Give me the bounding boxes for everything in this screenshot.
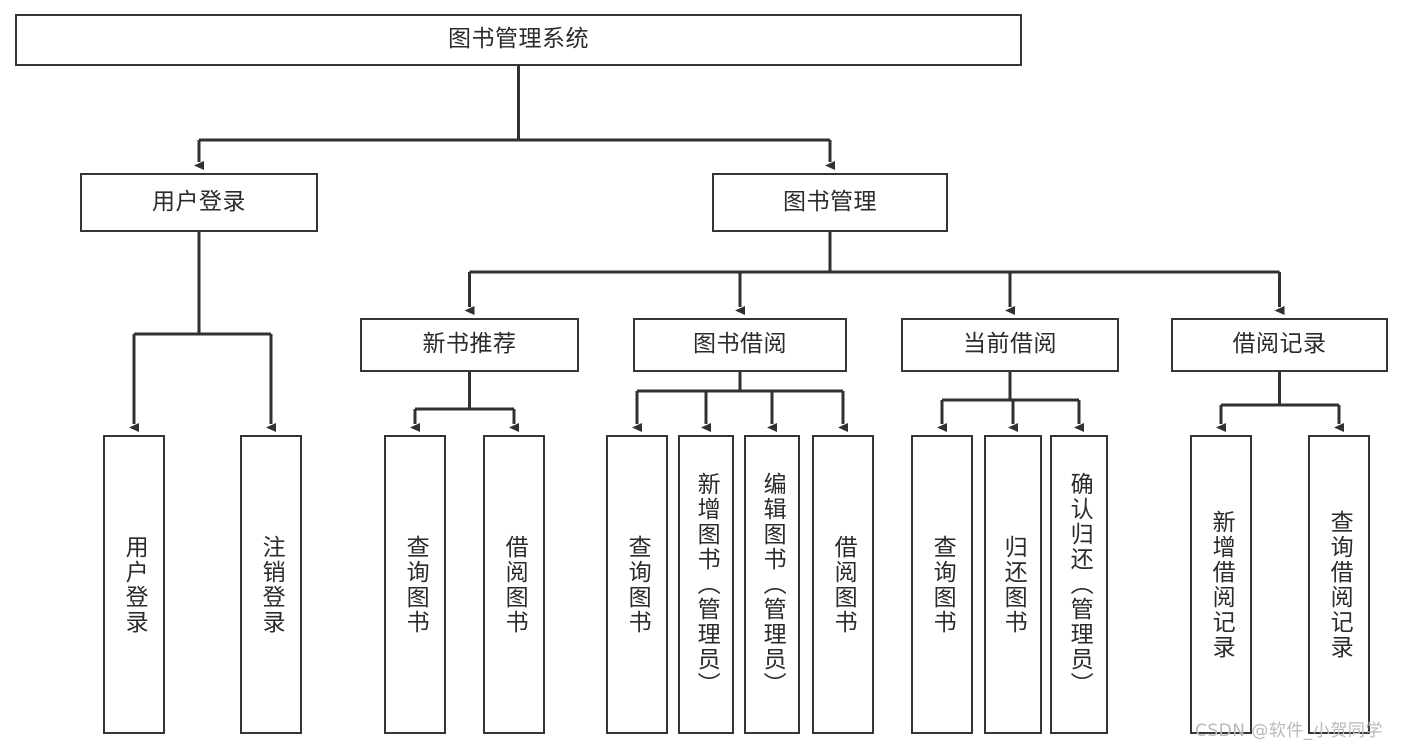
node-label-current-borrow: 当前借阅 [963,331,1057,358]
node-leaf-confirm-return[interactable]: 确认归还（管理员） [1050,435,1108,734]
node-leaf-query-record[interactable]: 查询借阅记录 [1308,435,1370,734]
node-book-manage[interactable]: 图书管理 [712,173,948,232]
node-leaf-add-book[interactable]: 新增图书（管理员） [678,435,734,734]
node-label-leaf-borrow-book-2: 借阅图书 [830,534,857,635]
node-new-book-rec[interactable]: 新书推荐 [360,318,579,372]
node-label-leaf-add-record: 新增借阅记录 [1208,509,1235,660]
node-leaf-add-record[interactable]: 新增借阅记录 [1190,435,1252,734]
node-leaf-query-book-3[interactable]: 查询图书 [911,435,973,734]
node-leaf-query-book-2[interactable]: 查询图书 [606,435,668,734]
node-label-book-manage: 图书管理 [783,188,877,215]
node-leaf-user-login[interactable]: 用户登录 [103,435,165,734]
node-leaf-borrow-book-1[interactable]: 借阅图书 [483,435,545,734]
node-label-borrow-record: 借阅记录 [1232,331,1327,358]
node-label-book-borrow: 图书借阅 [693,331,787,358]
node-borrow-record[interactable]: 借阅记录 [1171,318,1388,372]
node-label-leaf-user-logout: 注销登录 [258,534,285,635]
node-label-leaf-return-book: 归还图书 [1000,534,1027,635]
node-label-leaf-user-login: 用户登录 [121,534,148,635]
node-label-leaf-query-record: 查询借阅记录 [1326,509,1353,660]
node-root[interactable]: 图书管理系统 [15,14,1022,66]
node-label-leaf-query-book-1: 查询图书 [402,534,429,635]
node-leaf-borrow-book-2[interactable]: 借阅图书 [812,435,874,734]
node-label-leaf-edit-book: 编辑图书（管理员） [759,472,786,697]
node-leaf-user-logout[interactable]: 注销登录 [240,435,302,734]
node-leaf-query-book-1[interactable]: 查询图书 [384,435,446,734]
node-leaf-return-book[interactable]: 归还图书 [984,435,1042,734]
node-label-root: 图书管理系统 [448,26,589,53]
node-label-leaf-query-book-2: 查询图书 [624,534,651,635]
node-label-leaf-query-book-3: 查询图书 [929,534,956,635]
node-label-leaf-add-book: 新增图书（管理员） [693,472,720,697]
node-label-new-book-rec: 新书推荐 [422,331,517,358]
node-book-borrow[interactable]: 图书借阅 [633,318,847,372]
node-label-leaf-confirm-return: 确认归还（管理员） [1066,472,1093,697]
node-current-borrow[interactable]: 当前借阅 [901,318,1119,372]
node-label-leaf-borrow-book-1: 借阅图书 [501,534,528,635]
node-user-login[interactable]: 用户登录 [80,173,318,232]
node-leaf-edit-book[interactable]: 编辑图书（管理员） [744,435,800,734]
node-label-user-login: 用户登录 [152,188,246,215]
watermark: CSDN @软件_小贺同学 [1195,721,1383,741]
